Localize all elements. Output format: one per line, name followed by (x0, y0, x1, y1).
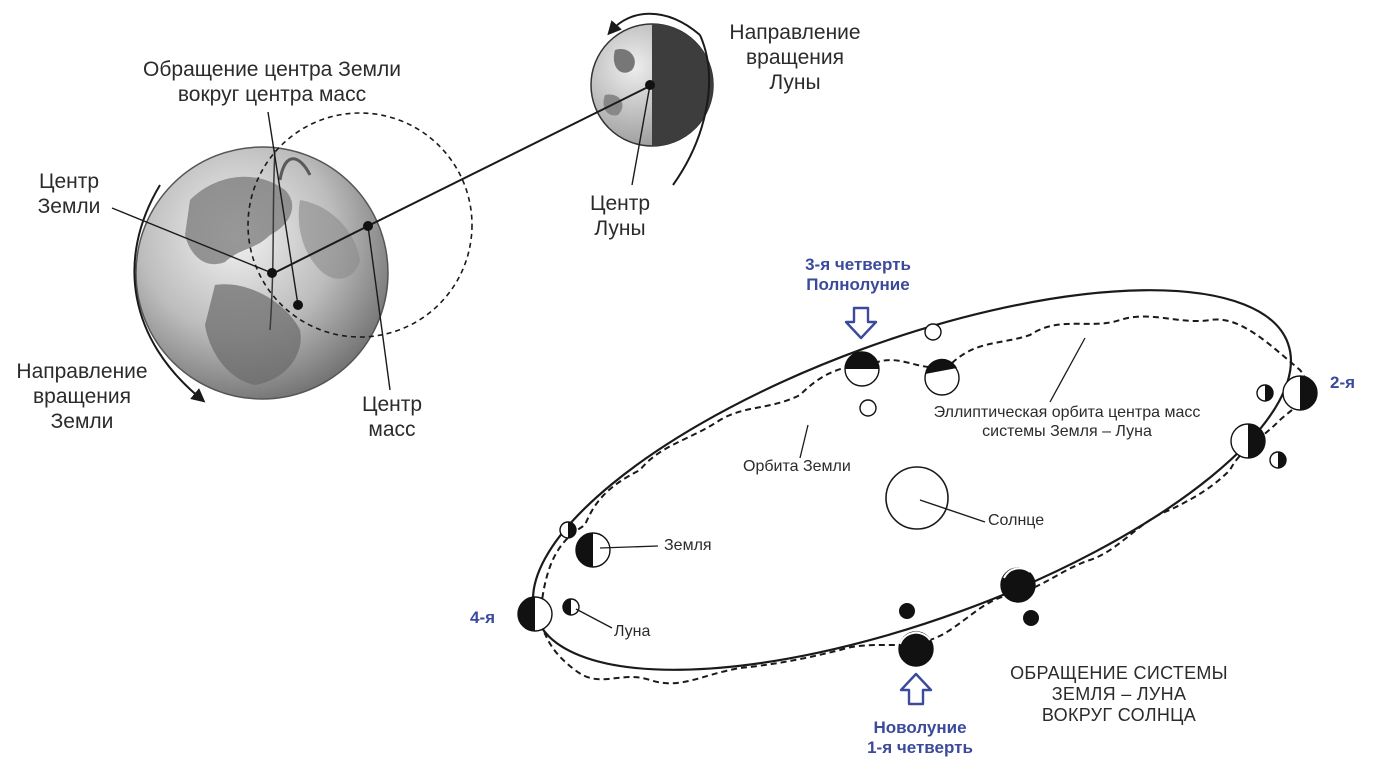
moon-rotation-arrow (607, 12, 701, 36)
earth-center-label: Центр Земли (37, 170, 101, 218)
center-of-mass-label: Центр масс (361, 393, 423, 441)
system-revolution-caption: ОБРАЩЕНИЕ СИСТЕМЫ ЗЕМЛЯ – ЛУНА ВОКРУГ СО… (1010, 663, 1228, 726)
moon-center-label: Центр Луны (589, 192, 651, 240)
second-label: 2-я (1330, 373, 1356, 392)
earth-rotation-label: Направление вращения Земли (16, 360, 148, 433)
earth-orbit-pointer (799, 424, 809, 459)
moon-rotation-label: Направление вращения Луны (729, 21, 861, 94)
moon-dot-2 (859, 399, 877, 417)
new-moon-arrow (899, 672, 933, 706)
new-moon-label: Новолуние 1-я четверть (867, 718, 973, 758)
earth-position-top (924, 358, 960, 396)
earth-position-right-lower (1230, 423, 1266, 459)
moon-dot-1 (924, 323, 942, 341)
elliptic-orbit-pointer (1049, 337, 1086, 403)
earth-center-orbit (247, 112, 473, 338)
earth-moon-line (367, 84, 653, 227)
moon-dot-3 (1256, 384, 1274, 402)
com-pointer (367, 225, 391, 391)
earth-globe (135, 146, 389, 400)
center-of-mass-dot (363, 221, 373, 231)
earth-position-earth-label (575, 532, 611, 568)
moon-label-pointer (575, 608, 613, 629)
earth-position-full-moon (844, 351, 880, 387)
elliptic-orbit-label: Эллиптическая орбита центра масс системы… (933, 404, 1201, 440)
moon-dot-8 (1023, 610, 1039, 626)
moon-dot-7 (899, 603, 915, 619)
moon-dot-4 (1269, 451, 1287, 469)
earth-center-orbit-label: Обращение центра Земли вокруг центра мас… (143, 58, 401, 106)
sun-label: Солнце (988, 512, 1045, 529)
orbit-pointer (267, 111, 299, 306)
earth-position-2 (1282, 375, 1318, 411)
orbit-point-dot (293, 300, 303, 310)
moon-center-dot (645, 80, 655, 90)
earth-position-new-moon (898, 631, 934, 667)
sun-pointer (919, 499, 986, 523)
earth-center-pointer (111, 207, 273, 274)
earth-rotation-arrow (133, 184, 206, 403)
full-moon-arrow (844, 306, 878, 340)
earth-center-dot (267, 268, 277, 278)
sun (885, 466, 949, 530)
earth-position-bottom-right (1000, 567, 1036, 603)
earth-position-4 (517, 596, 553, 632)
third-quarter-label: 3-я четверть Полнолуние (805, 255, 911, 295)
earth-center-to-com (273, 225, 369, 274)
fourth-label: 4-я (470, 608, 496, 627)
moon-center-pointer (631, 84, 651, 186)
moon-label: Луна (614, 623, 651, 640)
moon-dot-6 (562, 598, 580, 616)
earth-label-pointer (599, 545, 659, 549)
earth-label: Земля (664, 537, 712, 554)
moon-dot-5 (559, 521, 577, 539)
earth-orbit-label: Орбита Земли (743, 458, 851, 475)
moon-rotation-tail (672, 34, 711, 186)
